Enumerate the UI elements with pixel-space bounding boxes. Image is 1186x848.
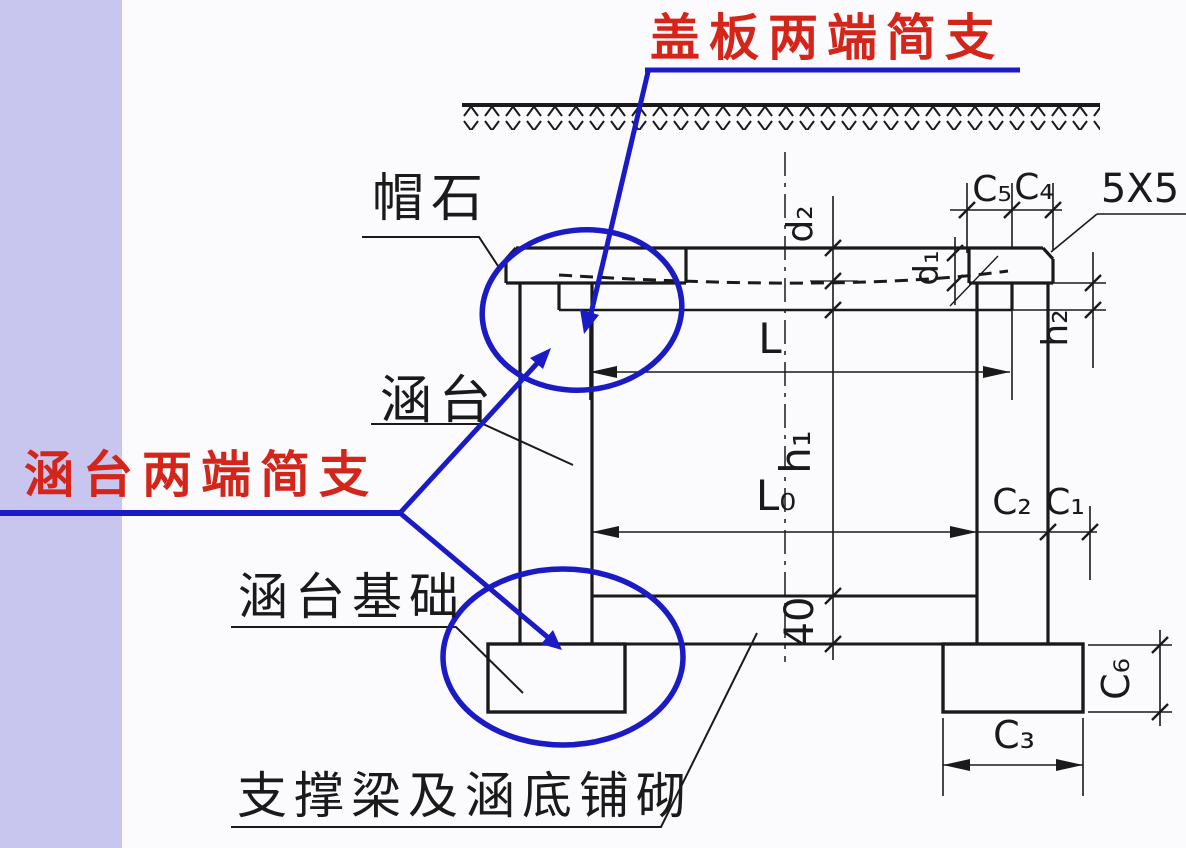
left-note-arrowhead-lower	[541, 630, 562, 650]
foundation-highlight-ellipse	[440, 566, 686, 748]
note-cover-slab-simply-supported: 盖板两端简支	[650, 10, 1004, 66]
leader-lines	[231, 236, 758, 828]
dim-label-L0: L₀	[756, 471, 796, 520]
dim-label-d2: d₂	[780, 205, 821, 242]
blue-annotations	[0, 67, 1020, 748]
bearing-highlight-ellipse-top	[479, 227, 685, 393]
dim-label-c2: C₂	[992, 482, 1032, 523]
label-support-beam-and-paving: 支撑梁及涵底铺砌	[237, 768, 693, 824]
dim-label-c5: C₅	[972, 169, 1012, 210]
left-note-arrowhead-upper	[530, 348, 551, 369]
dimension-arrows	[590, 366, 1083, 771]
top-note-arrow-line	[586, 71, 651, 323]
dim-label-c6: C₆	[1094, 658, 1138, 700]
dim-label-c4: C₄	[1014, 167, 1054, 208]
dim-label-h2: h₂	[1035, 309, 1076, 346]
top-note-arrowhead	[580, 309, 599, 334]
dim-label-c3: C₃	[993, 713, 1035, 757]
label-abutment: 涵台	[380, 372, 498, 430]
label-abutment-foundation: 涵台基础	[238, 569, 466, 625]
dim-label-40: 40	[777, 597, 823, 648]
dim-label-d1: d₁	[907, 250, 947, 285]
left-note-branch-upper	[398, 356, 544, 515]
dim-label-5x5: 5X5	[1101, 166, 1179, 212]
note-abutment-simply-supported: 涵台两端简支	[24, 447, 378, 503]
left-accent-bar	[0, 0, 122, 848]
ground-line	[462, 103, 1100, 130]
dimension-ticks	[824, 201, 1169, 721]
dim-label-c1: C₁	[1045, 482, 1085, 523]
label-cap-stone: 帽石	[372, 170, 490, 228]
dim-label-h1: h₁	[771, 430, 820, 473]
dimension-lines	[589, 183, 1186, 796]
left-note-branch-lower	[398, 511, 553, 642]
dim-label-L: L	[758, 314, 782, 363]
